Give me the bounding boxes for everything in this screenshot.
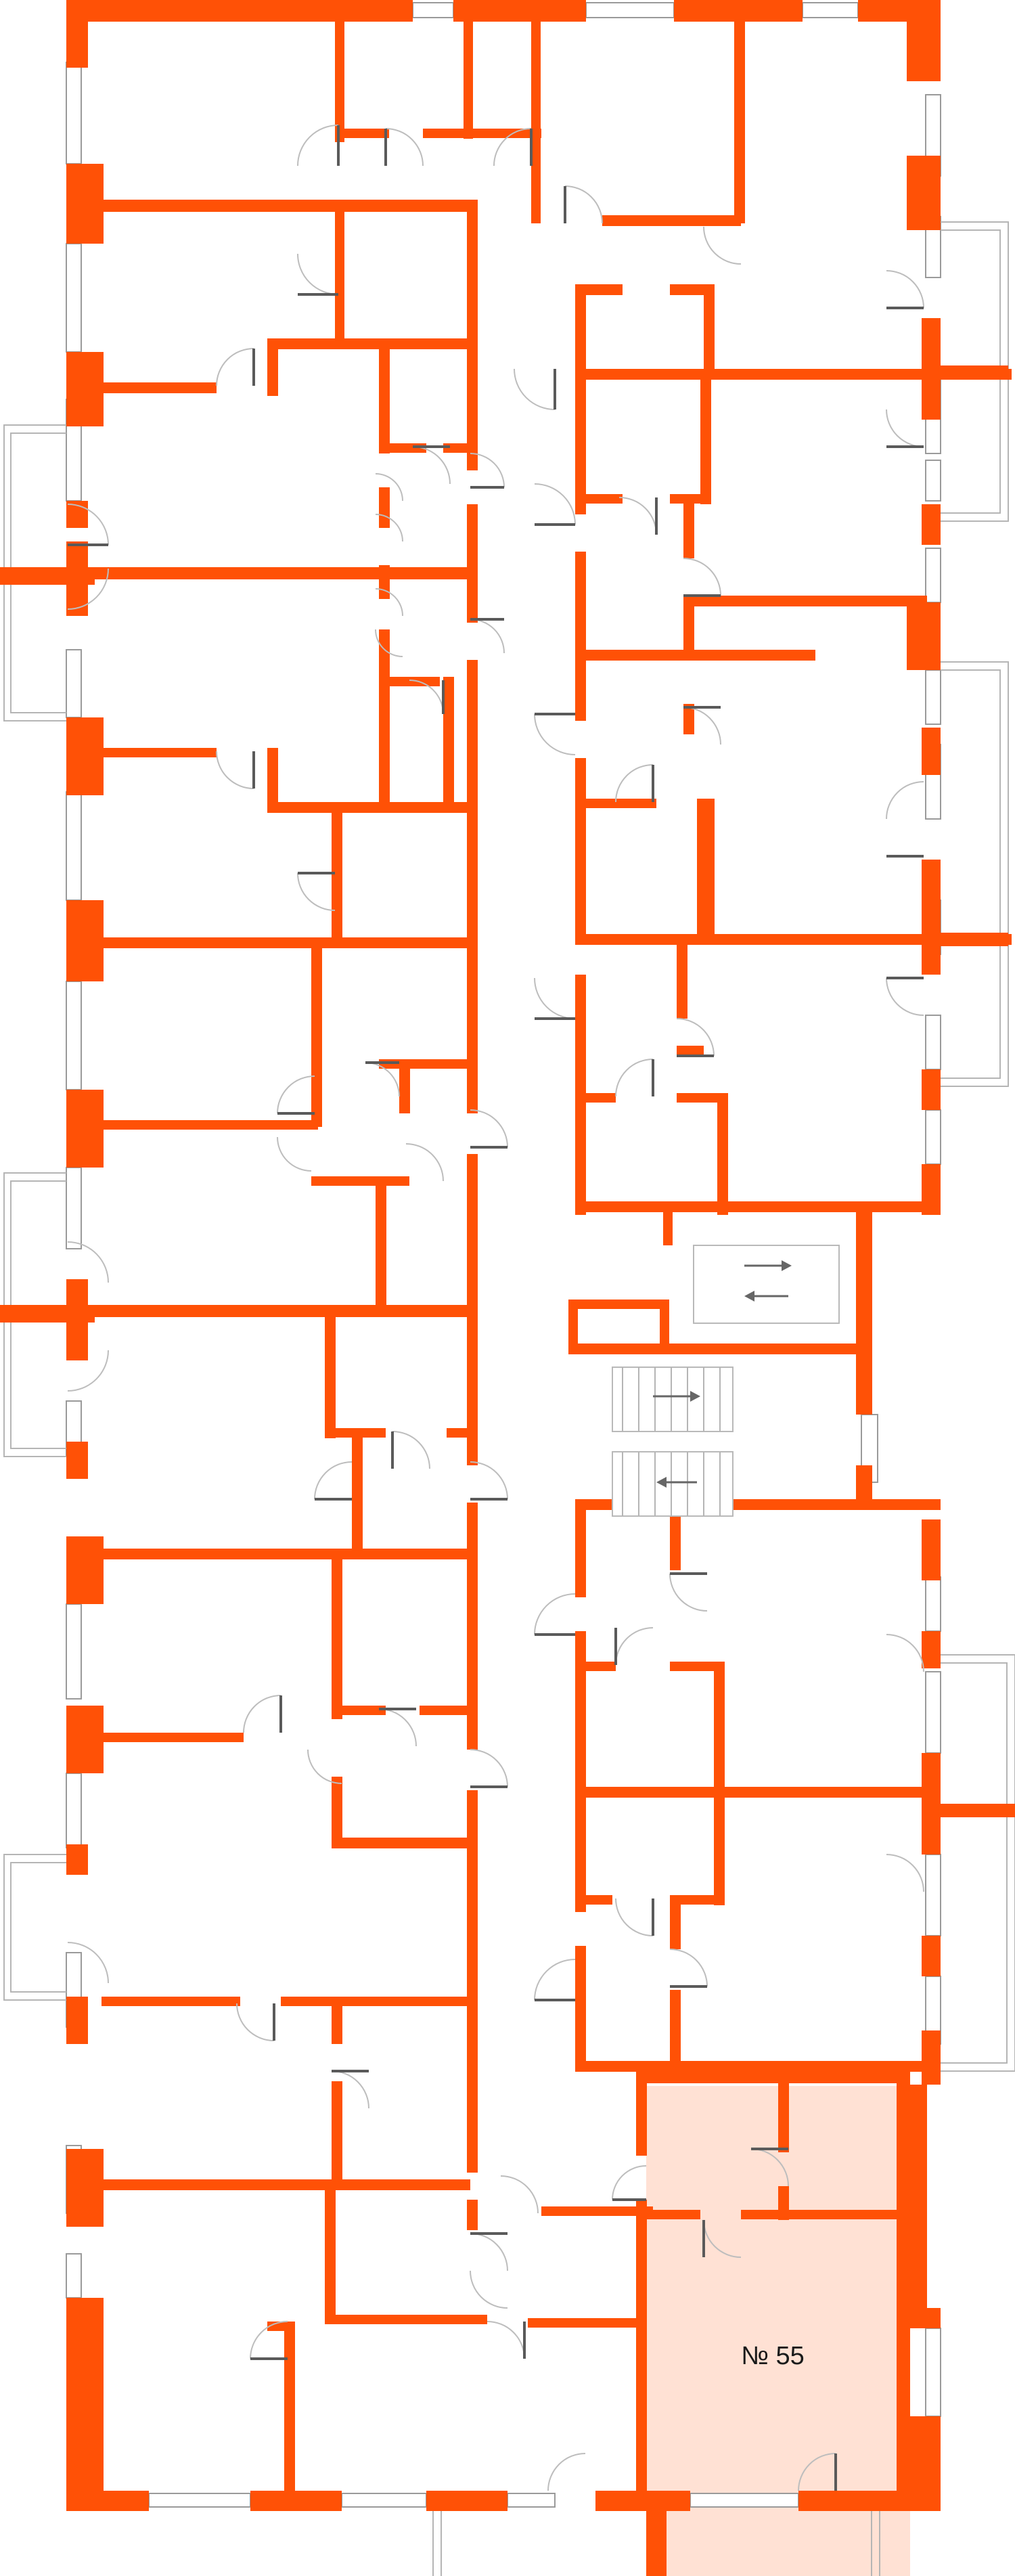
windows [66,2,941,2508]
apartment-label: № 55 [741,2342,805,2370]
elevator-icon [693,1245,840,1324]
doors [67,125,924,2491]
stairs-icon [612,1367,734,1517]
